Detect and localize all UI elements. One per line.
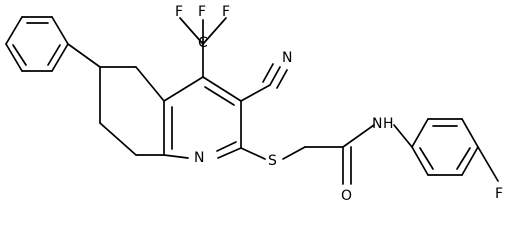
- trifluoromethyl-carbon-label: C: [198, 35, 208, 51]
- amide-nitrogen-label: N: [372, 116, 382, 132]
- trifluoromethyl-group: [179, 17, 227, 78]
- nitrile-nitrogen-label: N: [282, 50, 292, 66]
- fluorine-label-2: F: [198, 4, 206, 20]
- pyridine-nitrogen-label: N: [194, 150, 204, 166]
- sulfur-label: S: [268, 153, 277, 169]
- pyridine-ring: [163, 76, 242, 159]
- fluorine-label-3: F: [222, 4, 230, 20]
- amide-hydrogen-label: H: [383, 116, 394, 132]
- thioacetamide-chain: [240, 124, 413, 185]
- cyclohexane-ring: [99, 66, 165, 156]
- fluorine-label-1: F: [175, 4, 183, 20]
- nitrile-group: [240, 63, 288, 102]
- chemical-structure-diagram: F F F C N N S O N H F: [5, 4, 503, 204]
- aryl-fluorine-label: F: [495, 186, 503, 202]
- fluorophenyl-ring: [411, 118, 499, 182]
- oxygen-label: O: [341, 188, 352, 204]
- phenyl-ring: [5, 16, 69, 72]
- phenyl-link-bond: [67, 43, 101, 68]
